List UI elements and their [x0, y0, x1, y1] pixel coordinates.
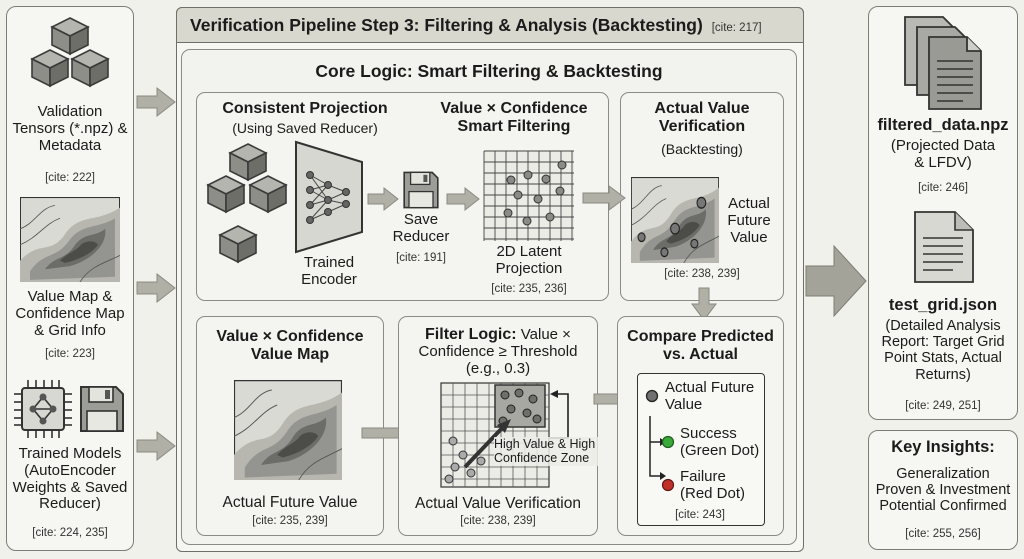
- legend-actual-label: Actual Future Value: [665, 379, 755, 413]
- input-arrow-2: [136, 272, 176, 304]
- compare-legend-box: [637, 373, 765, 526]
- input-models-cite: [cite: 224, 235]: [32, 527, 108, 539]
- output-grid-desc: (Detailed Analysis Report: Target Grid P…: [881, 318, 1005, 383]
- input-arrow-1: [136, 86, 176, 118]
- output-grid-cite: [cite: 249, 251]: [905, 400, 981, 412]
- input-arrow-3: [136, 430, 176, 462]
- compare-cite: [cite: 243]: [675, 509, 725, 521]
- output-filtered-name: filtered_data.npz: [877, 116, 1009, 134]
- output-filtered-cite: [cite: 246]: [918, 182, 968, 194]
- floppy-disk-icon: [403, 171, 439, 209]
- input-value-map-cite: [cite: 223]: [45, 348, 95, 360]
- encoder-label: Trained Encoder: [301, 254, 357, 288]
- cubes-icon: [207, 143, 287, 263]
- output-arrow: [805, 244, 867, 318]
- output-grid-name: test_grid.json: [888, 296, 998, 314]
- input-validation-label: Validation Tensors (*.npz) & Metadata: [12, 103, 128, 154]
- input-value-map-label: Value Map & Confidence Map & Grid Info: [15, 288, 125, 339]
- arrow-encoder-to-save: [367, 186, 399, 212]
- actual-future-value-label: Actual Future Value: [727, 195, 771, 246]
- failure-dot: [661, 478, 675, 492]
- pipeline-title: Verification Pipeline Step 3: Filtering …: [190, 15, 762, 35]
- value-map-icon: [20, 197, 120, 282]
- arrow-actual-to-compare: [691, 287, 717, 321]
- filter-logic-label: Actual Value Verification: [414, 495, 581, 512]
- legend-connector: [649, 416, 666, 480]
- filter-logic-cite: [cite: 238, 239]: [460, 515, 536, 527]
- chip-icon: [14, 380, 72, 438]
- actual-verification-cite: [cite: 238, 239]: [664, 268, 740, 280]
- actual-value-map: [631, 177, 719, 263]
- compare-title: Compare Predicted vs. Actual: [627, 328, 774, 363]
- insights-panel: [868, 430, 1018, 550]
- success-dot: [661, 435, 675, 449]
- insights-text: Generalization Proven & Investment Poten…: [875, 466, 1011, 515]
- output-filtered-desc: (Projected Data & LFDV): [890, 137, 996, 171]
- zone-pointer-arrow: [550, 390, 569, 439]
- latent-projection-label: 2D Latent Projection: [495, 243, 563, 277]
- pipeline-cite: [cite: 217]: [711, 22, 762, 34]
- insights-cite: [cite: 255, 256]: [905, 528, 981, 540]
- projection-title: Consistent Projection: [222, 100, 388, 117]
- filter-grid-plot: [440, 382, 550, 488]
- vc-value-map: [234, 380, 342, 480]
- save-reducer-label: Save Reducer: [392, 211, 450, 245]
- stacked-files-icon: [904, 16, 982, 110]
- floppy-disk-icon: [80, 386, 124, 432]
- input-validation-cite: [cite: 222]: [45, 172, 95, 184]
- vc-map-label: Actual Future Value: [222, 494, 358, 511]
- pipeline-header: [176, 7, 804, 43]
- legend-success-label: Success (Green Dot): [680, 425, 760, 459]
- actual-verification-subtitle: (Backtesting): [661, 141, 743, 157]
- arrow-latent-to-actual: [582, 185, 626, 211]
- actual-verification-title: Actual Value Verification: [654, 100, 750, 135]
- legend-failure-label: Failure (Red Dot): [680, 468, 746, 502]
- insights-title: Key Insights:: [891, 438, 995, 456]
- document-icon: [914, 211, 974, 283]
- vc-map-title: Value × Confidence Value Map: [216, 328, 364, 363]
- zone-label: High Value & High Confidence Zone: [494, 437, 598, 466]
- filter-logic-title: Filter Logic: Value × Confidence ≥ Thres…: [418, 326, 578, 377]
- latent-grid-plot: [483, 150, 574, 241]
- smart-filter-title: Value × Confidence Smart Filtering: [440, 100, 588, 135]
- arrow-save-to-latent: [446, 186, 480, 212]
- actual-value-dot: [645, 389, 659, 403]
- cubes-icon: [31, 17, 109, 87]
- smart-filter-cite: [cite: 235, 236]: [491, 283, 567, 295]
- input-models-label: Trained Models (AutoEncoder Weights & Sa…: [12, 445, 128, 513]
- core-logic-title: Core Logic: Smart Filtering & Backtestin…: [315, 61, 663, 81]
- vc-map-cite: [cite: 235, 239]: [252, 515, 328, 527]
- projection-subtitle: (Using Saved Reducer): [232, 120, 378, 136]
- save-reducer-cite: [cite: 191]: [396, 252, 446, 264]
- encoder-icon: [295, 140, 363, 254]
